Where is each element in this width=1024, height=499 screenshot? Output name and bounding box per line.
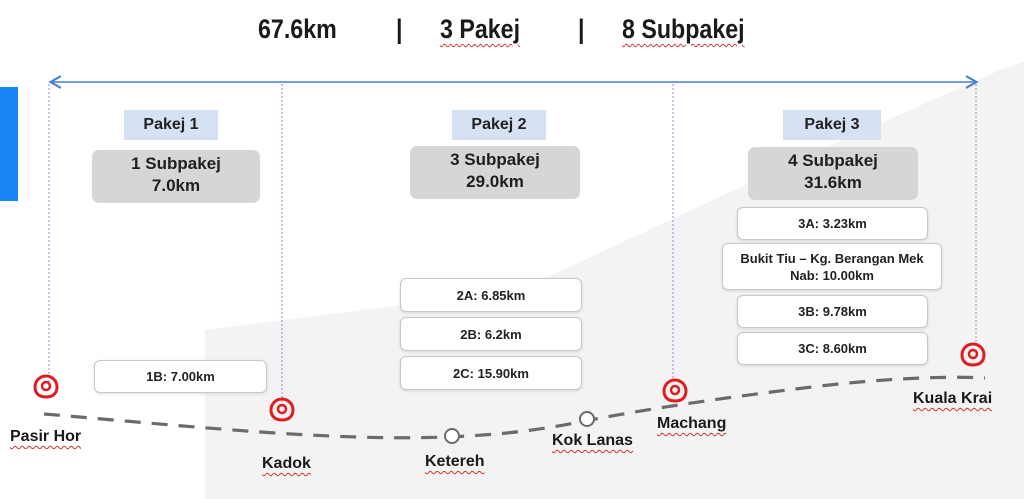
package-1-label: Pakej 1 [124, 110, 218, 140]
station-kok-lanas: Kok Lanas [552, 432, 633, 449]
map-pin-icon [662, 378, 688, 403]
station-pasir-hor: Pasir Hor [10, 428, 82, 445]
subpackage-bukit-tiu: Bukit Tiu – Kg. Berangan Mek Nab: 10.00k… [722, 243, 942, 290]
package-2-subpackage-count: 3 Subpakej [450, 150, 540, 169]
package-2-summary: 3 Subpakej 29.0km [410, 146, 580, 199]
subpackage-3b: 3B: 9.78km [737, 295, 928, 328]
station-kuala-krai: Kuala Krai [913, 390, 993, 407]
package-2-label: Pakej 2 [452, 110, 546, 140]
map-pin-icon [269, 397, 295, 422]
subpackage-3a: 3A: 3.23km [737, 207, 928, 240]
package-3-subpackage-count: 4 Subpakej [788, 151, 878, 170]
package-3-length: 31.6km [804, 173, 862, 192]
station-machang: Machang [657, 415, 727, 432]
subpackage-3c: 3C: 8.60km [737, 332, 928, 365]
subpackage-count: 8 Subpakej [622, 14, 745, 44]
package-1-subpackage-count: 1 Subpakej [131, 154, 221, 173]
map-pin-icon [33, 374, 59, 399]
package-count: 3 Pakej [440, 14, 521, 44]
station-ketereh: Ketereh [425, 453, 485, 470]
package-1-summary: 1 Subpakej 7.0km [92, 150, 260, 203]
subpackage-2a: 2A: 6.85km [400, 278, 582, 312]
station-marker-ketereh [444, 428, 460, 444]
header-separator: | [578, 14, 585, 44]
package-1-length: 7.0km [151, 176, 201, 195]
station-kadok: Kadok [262, 455, 311, 472]
map-pin-icon [960, 342, 986, 367]
package-3-summary: 4 Subpakej 31.6km [748, 147, 918, 200]
package-2-length: 29.0km [466, 172, 524, 191]
subpackage-1b: 1B: 7.00km [94, 360, 267, 393]
package-3-label: Pakej 3 [783, 110, 881, 140]
subpackage-2c: 2C: 15.90km [400, 356, 582, 390]
station-marker-kok-lanas [579, 411, 595, 427]
accent-bar [0, 87, 18, 201]
subpackage-2b: 2B: 6.2km [400, 317, 582, 351]
rail-route [43, 375, 986, 440]
header-separator: | [396, 14, 403, 44]
summary-header: 67.6km | 3 Pakej | 8 Subpakej [0, 14, 1024, 58]
total-length: 67.6km [258, 14, 337, 44]
